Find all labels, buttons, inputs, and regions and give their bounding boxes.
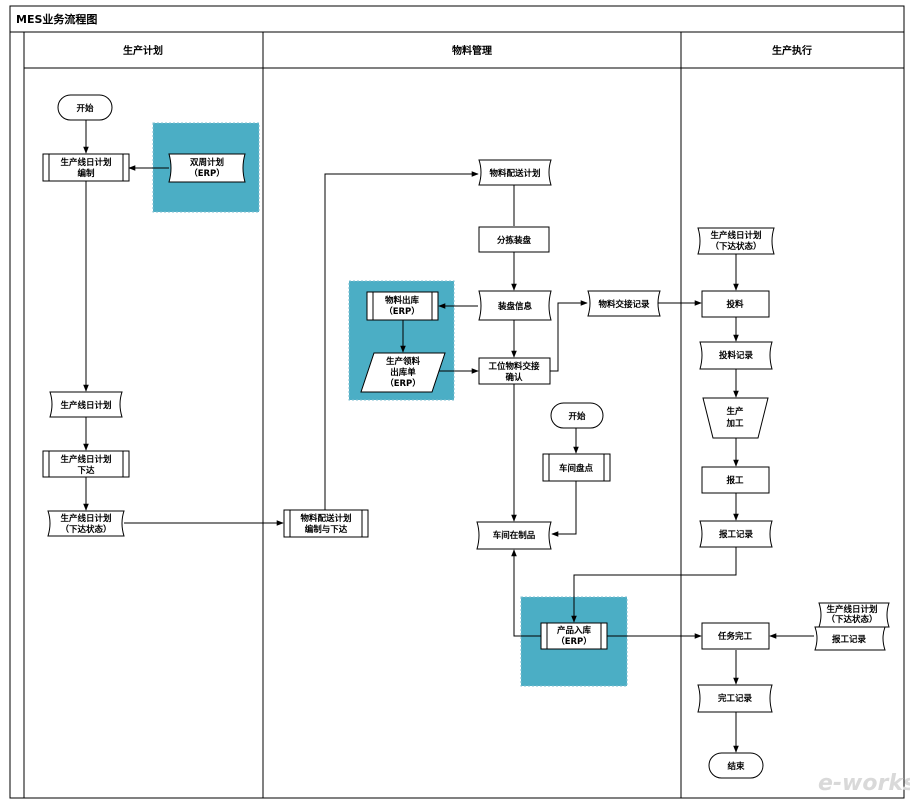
svg-text:下达: 下达 bbox=[77, 465, 95, 476]
lane-title-plan: 生产计划 bbox=[123, 44, 163, 57]
svg-text:生产领料: 生产领料 bbox=[386, 356, 421, 367]
material-handover-record-node: 物料交接记录 bbox=[587, 290, 661, 317]
svg-text:完工记录: 完工记录 bbox=[718, 693, 753, 704]
svg-text:车间在制品: 车间在制品 bbox=[493, 530, 536, 541]
svg-text:投料: 投料 bbox=[726, 299, 744, 310]
svg-text:（下达状态）: （下达状态） bbox=[710, 241, 761, 252]
daily-plan-state-node: 生产线日计划 （下达状态） bbox=[47, 510, 125, 537]
watermark-logo: e-works bbox=[818, 771, 910, 796]
svg-text:出库单: 出库单 bbox=[390, 367, 416, 378]
plan-state-stack-node: 生产线日计划 （下达状态） 报工记录 bbox=[814, 602, 890, 651]
daily-plan-doc-node: 生产线日计划 bbox=[49, 391, 123, 418]
svg-text:生产线日计划: 生产线日计划 bbox=[60, 513, 111, 524]
svg-text:装盘信息: 装盘信息 bbox=[497, 301, 533, 312]
material-distribution-make-node: 物料配送计划 编制与下达 bbox=[283, 509, 369, 538]
svg-text:报工记录: 报工记录 bbox=[832, 634, 867, 645]
task-done-node: 任务完工 bbox=[701, 622, 770, 650]
svg-text:工位物料交接: 工位物料交接 bbox=[488, 361, 540, 372]
svg-text:编制: 编制 bbox=[77, 168, 95, 179]
svg-text:（ERP）: （ERP） bbox=[556, 636, 592, 647]
svg-text:报工: 报工 bbox=[726, 475, 744, 486]
svg-text:（ERP）: （ERP） bbox=[385, 378, 421, 389]
svg-text:（下达状态）: （下达状态） bbox=[826, 614, 877, 625]
done-record-node: 完工记录 bbox=[697, 684, 773, 713]
end-node: 结束 bbox=[708, 752, 764, 779]
workshop-wip-node: 车间在制品 bbox=[476, 521, 552, 550]
report-record-node: 报工记录 bbox=[699, 520, 773, 548]
svg-text:编制与下达: 编制与下达 bbox=[305, 524, 348, 535]
start-node-plan: 开始 bbox=[57, 94, 113, 121]
svg-text:任务完工: 任务完工 bbox=[717, 631, 753, 642]
svg-text:分拣装盘: 分拣装盘 bbox=[497, 235, 532, 246]
svg-text:（下达状态）: （下达状态） bbox=[60, 524, 111, 535]
svg-text:产品入库: 产品入库 bbox=[557, 625, 592, 636]
exec-plan-state-node: 生产线日计划 （下达状态） bbox=[697, 227, 775, 255]
station-confirm-node: 工位物料交接 确认 bbox=[478, 357, 551, 385]
svg-text:物料配送计划: 物料配送计划 bbox=[300, 513, 351, 524]
svg-text:加工: 加工 bbox=[725, 418, 744, 429]
svg-text:物料配送计划: 物料配送计划 bbox=[489, 168, 540, 179]
lane-title-material: 物料管理 bbox=[452, 44, 492, 57]
edges bbox=[83, 120, 814, 753]
svg-text:生产线日计划: 生产线日计划 bbox=[60, 400, 111, 411]
svg-text:物料出库: 物料出库 bbox=[385, 295, 420, 306]
feeding-node: 投料 bbox=[701, 290, 770, 318]
sorting-node: 分拣装盘 bbox=[478, 226, 550, 253]
svg-text:生产: 生产 bbox=[726, 406, 744, 417]
svg-text:（ERP）: （ERP） bbox=[189, 168, 225, 179]
svg-text:生产线日计划: 生产线日计划 bbox=[60, 157, 111, 168]
svg-text:（ERP）: （ERP） bbox=[384, 306, 420, 317]
svg-text:确认: 确认 bbox=[505, 372, 523, 383]
biweekly-plan-node: 双周计划 （ERP） bbox=[168, 153, 246, 183]
start-node-material: 开始 bbox=[550, 402, 604, 429]
material-out-node: 物料出库 （ERP） bbox=[366, 291, 439, 321]
frame bbox=[9, 5, 905, 799]
svg-text:报工记录: 报工记录 bbox=[719, 529, 754, 540]
svg-text:生产线日计划: 生产线日计划 bbox=[60, 454, 111, 465]
svg-text:生产线日计划: 生产线日计划 bbox=[826, 604, 877, 615]
svg-text:车间盘点: 车间盘点 bbox=[559, 463, 594, 474]
page-title: MES业务流程图 bbox=[16, 12, 97, 26]
tray-info-node: 装盘信息 bbox=[478, 290, 552, 321]
workshop-inventory-node: 车间盘点 bbox=[542, 453, 611, 482]
production-out-order-node: 生产领料 出库单 （ERP） bbox=[360, 352, 446, 393]
svg-text:生产线日计划: 生产线日计划 bbox=[710, 230, 761, 241]
svg-text:投料记录: 投料记录 bbox=[719, 350, 754, 361]
daily-plan-make-node: 生产线日计划 编制 bbox=[42, 153, 130, 182]
svg-text:开始: 开始 bbox=[568, 411, 586, 422]
svg-text:双周计划: 双周计划 bbox=[190, 157, 224, 168]
product-in-node: 产品入库 （ERP） bbox=[540, 622, 608, 650]
material-distribution-plan-node: 物料配送计划 bbox=[478, 159, 552, 186]
daily-plan-issue-node: 生产线日计划 下达 bbox=[42, 450, 130, 478]
svg-text:物料交接记录: 物料交接记录 bbox=[598, 299, 650, 310]
report-node: 报工 bbox=[701, 466, 770, 494]
feed-record-node: 投料记录 bbox=[699, 341, 773, 370]
svg-text:结束: 结束 bbox=[727, 761, 745, 772]
process-node: 生产 加工 bbox=[702, 397, 769, 439]
svg-text:开始: 开始 bbox=[76, 103, 94, 114]
lane-title-exec: 生产执行 bbox=[772, 44, 812, 57]
